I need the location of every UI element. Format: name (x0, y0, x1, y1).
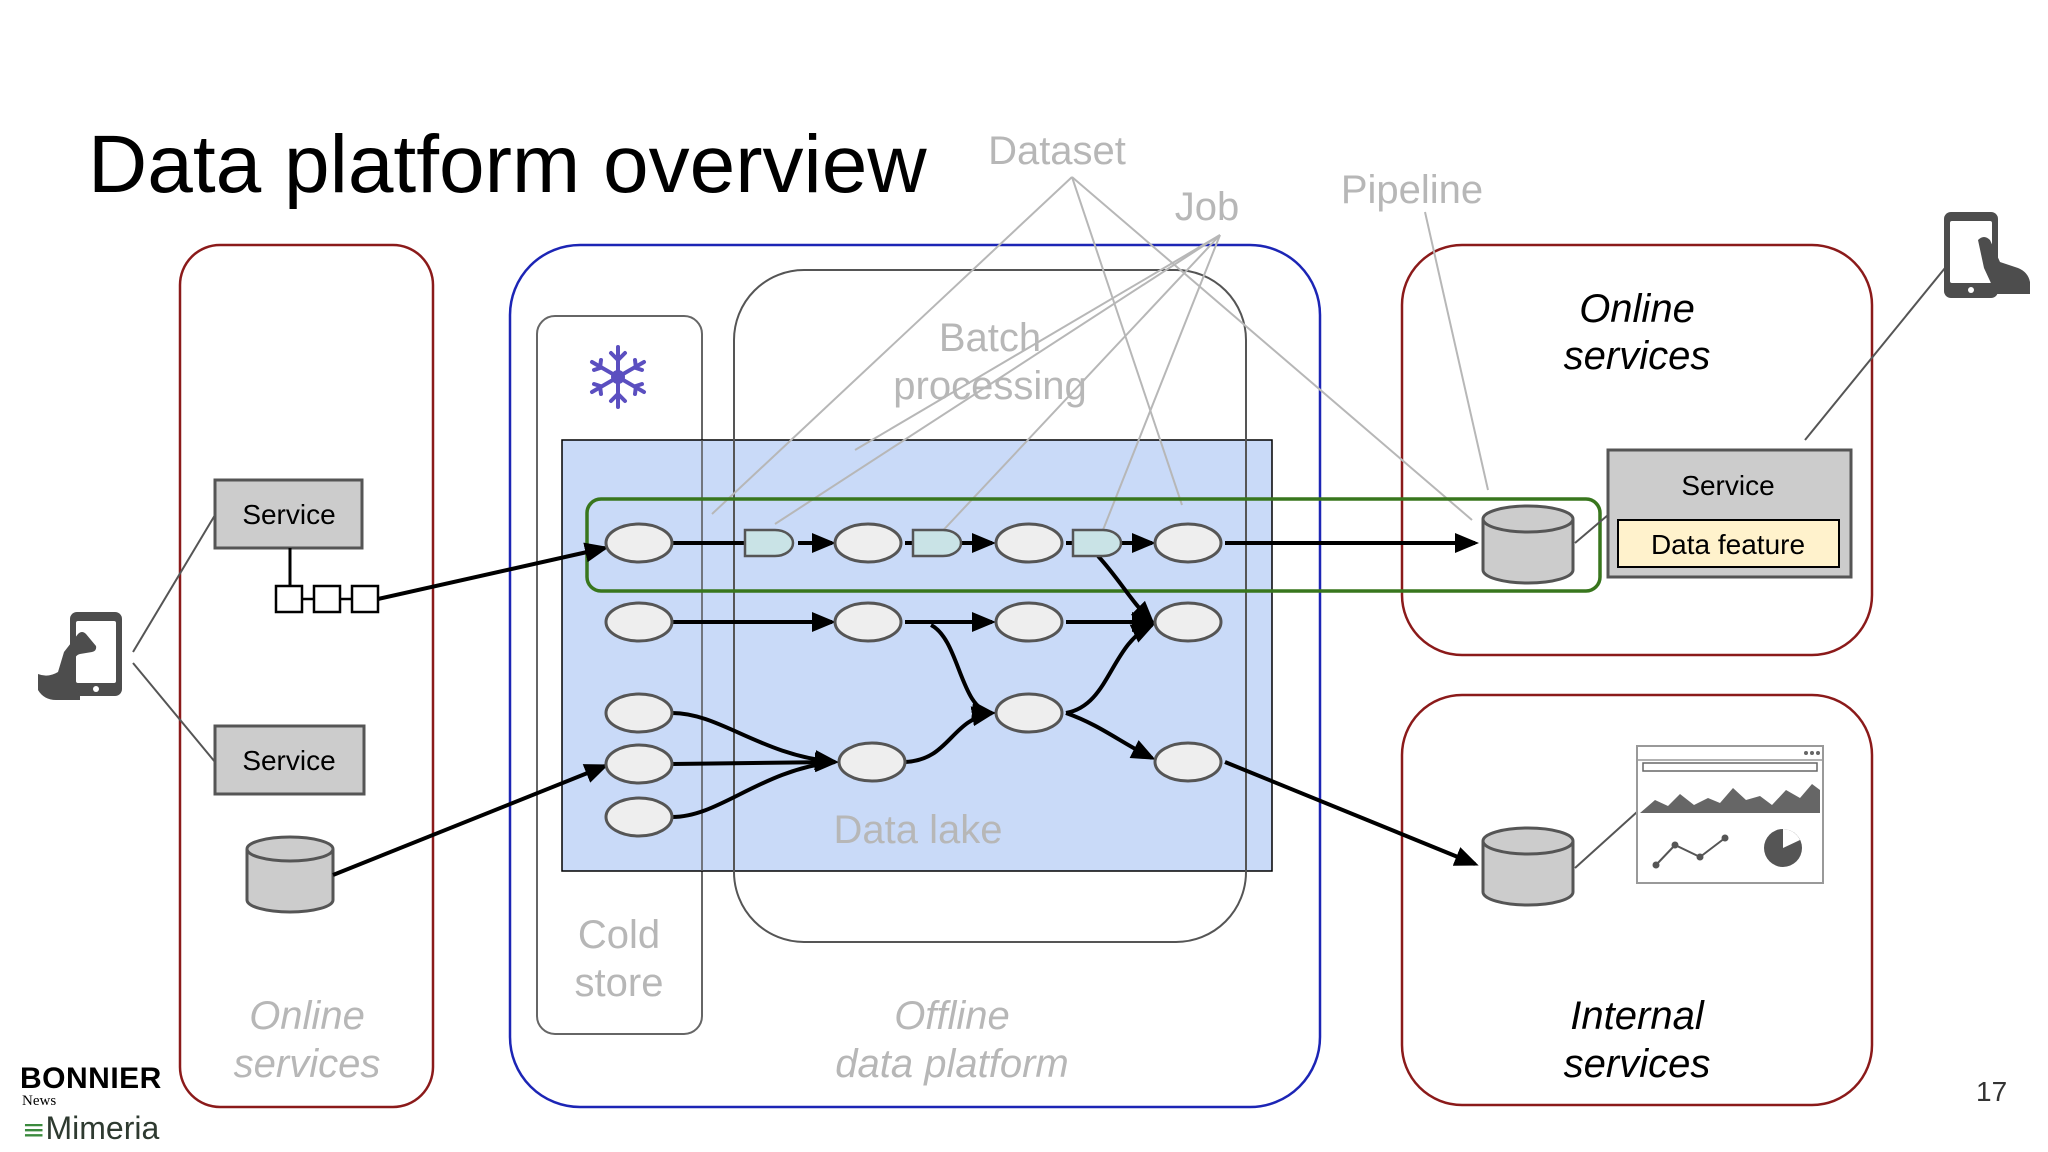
mimeria-bars-icon: ≡ (22, 1113, 46, 1146)
cold-store-label-1: Cold (578, 913, 660, 957)
left-database-icon (245, 835, 335, 914)
lake-edges (671, 533, 1479, 866)
annotation-pipeline: Pipeline (1341, 168, 1483, 212)
left-panel-label-2: services (234, 1042, 381, 1086)
internal-label-2: services (1564, 1042, 1711, 1086)
batch-processing-panel (733, 269, 1247, 943)
bonnier-logo: BONNIER (20, 1062, 162, 1095)
left-panel-label-1: Online (249, 994, 365, 1038)
batch-processing-label-1: Batch (939, 316, 1041, 360)
data-feature-box[interactable] (1617, 519, 1840, 568)
data-feature-label: Data feature (1651, 529, 1805, 560)
mimeria-logo-text: Mimeria (45, 1110, 160, 1146)
internal-database-icon (1481, 826, 1575, 907)
internal-label-1: Internal (1570, 994, 1705, 1038)
right-online-services-panel (1400, 243, 1874, 657)
left-service-top-label: Service (242, 499, 335, 530)
platform-label-2: data platform (835, 1042, 1068, 1086)
left-service-bottom-box[interactable] (213, 724, 366, 796)
ingest-arrow-queue (377, 542, 609, 601)
right-online-label-2: services (1564, 334, 1711, 378)
data-lake-area (561, 439, 1273, 872)
message-queue (274, 584, 380, 614)
ingest-arrow-db (332, 764, 609, 877)
right-service-label: Service (1681, 470, 1774, 501)
mimeria-logo: ≡Mimeria (22, 1110, 159, 1147)
job-shapes (743, 528, 1123, 558)
dashboard-icon (1636, 745, 1824, 884)
right-database-icon (1481, 504, 1575, 585)
tablet-hand-icon-right (1944, 212, 2030, 298)
left-service-top-box[interactable] (213, 478, 364, 550)
internal-services-panel (1400, 693, 1874, 1107)
annotation-lines (711, 176, 1489, 540)
snowflake-icon (590, 345, 646, 409)
device-connectors (132, 267, 1946, 869)
right-online-label-1: Online (1579, 287, 1695, 331)
annotation-job: Job (1175, 185, 1240, 229)
left-online-services-panel (178, 243, 435, 1109)
bonnier-news-logo: News (22, 1093, 57, 1109)
page-number: 17 (1976, 1076, 2008, 1107)
platform-label-1: Offline (894, 994, 1010, 1038)
cold-store-label-2: store (575, 961, 664, 1005)
left-service-bottom-label: Service (242, 745, 335, 776)
dataset-nodes (604, 522, 1223, 838)
tablet-hand-icon-left (38, 612, 122, 700)
slide-title: Data platform overview (88, 119, 927, 210)
annotation-dataset: Dataset (988, 129, 1126, 173)
batch-processing-label-2: processing (893, 364, 1086, 408)
offline-data-platform-panel (508, 243, 1322, 1109)
data-lake-label: Data lake (834, 808, 1003, 852)
